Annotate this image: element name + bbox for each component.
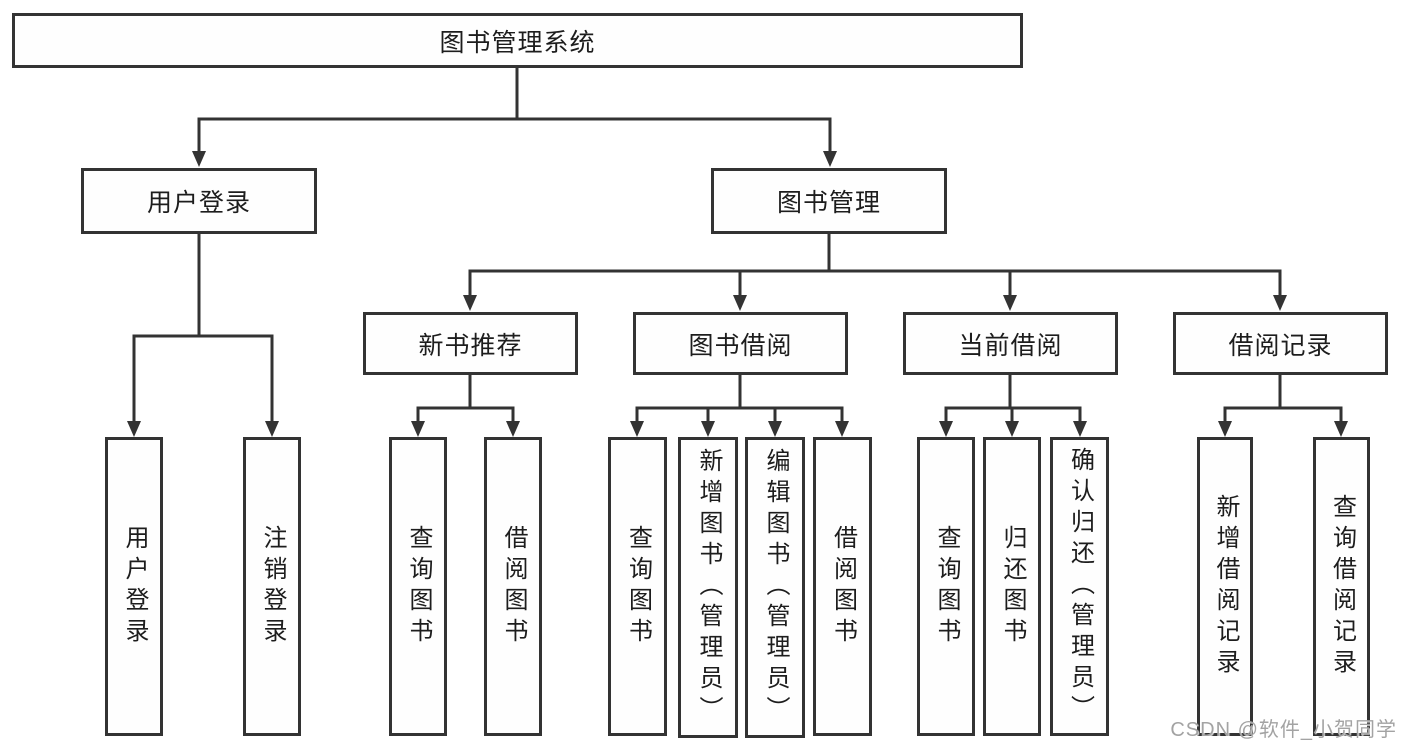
arrow-down-icon [768,421,782,437]
node-borrowing-query-book: 查询图书 [608,437,667,736]
node-system-root-label: 图书管理系统 [439,28,596,57]
arrow-down-icon [411,421,425,437]
node-system-root: 图书管理系统 [12,13,1023,68]
connectors-new-book-recommendation [411,374,520,437]
arrow-down-icon [701,421,715,437]
arrow-down-icon [1218,421,1232,437]
node-records-add-record-label: 新增借阅记录 [1212,493,1239,680]
node-current-borrowing: 当前借阅 [903,312,1118,375]
node-records-query-record: 查询借阅记录 [1313,437,1370,736]
node-borrowing-query-book-label: 查询图书 [624,524,652,649]
node-logout: 注销登录 [243,437,301,736]
node-recommend-query-book: 查询图书 [389,437,447,736]
arrow-down-icon [506,421,520,437]
arrow-down-icon [823,151,837,167]
arrow-down-icon [1005,421,1019,437]
arrow-down-icon [835,421,849,437]
node-book-borrowing: 图书借阅 [633,312,848,375]
node-records-query-record-label: 查询借阅记录 [1328,493,1356,680]
node-borrowing-records: 借阅记录 [1173,312,1388,375]
arrow-down-icon [265,421,279,437]
node-current-confirm-return-label: 确认归还（管理员） [1066,447,1094,726]
node-borrowing-edit-book: 编辑图书（管理员） [745,437,805,738]
node-current-query-book-label: 查询图书 [933,524,960,649]
node-login-label: 用户登录 [121,524,148,649]
node-recommend-borrow-book: 借阅图书 [484,437,542,736]
arrow-down-icon [463,295,477,311]
node-current-confirm-return: 确认归还（管理员） [1050,437,1109,736]
node-book-management-label: 图书管理 [776,189,881,217]
connectors-root [192,66,837,167]
node-user-login: 用户登录 [81,168,317,234]
arrow-down-icon [192,151,206,167]
node-borrowing-borrow-book: 借阅图书 [813,437,872,736]
arrow-down-icon [630,421,644,437]
connectors-current-borrowing [939,374,1087,437]
node-new-book-recommendation-label: 新书推荐 [418,331,523,360]
node-user-login-label: 用户登录 [146,189,251,217]
csdn-watermark: CSDN @软件_小贺同学 [1170,719,1397,741]
node-current-borrowing-label: 当前借阅 [958,331,1063,360]
node-borrowing-records-label: 借阅记录 [1228,331,1333,360]
node-recommend-borrow-book-label: 借阅图书 [500,524,527,649]
node-records-add-record: 新增借阅记录 [1197,437,1253,736]
node-borrowing-add-book-label: 新增图书（管理员） [695,448,722,727]
arrow-down-icon [1273,295,1287,311]
arrow-down-icon [1334,421,1348,437]
node-login: 用户登录 [105,437,163,736]
node-borrowing-edit-book-label: 编辑图书（管理员） [762,448,789,727]
connectors-book-borrowing [630,374,849,437]
node-recommend-query-book-label: 查询图书 [405,524,432,649]
arrow-down-icon [733,295,747,311]
node-current-query-book: 查询图书 [917,437,975,736]
arrow-down-icon [1073,421,1087,437]
node-current-return-book-label: 归还图书 [999,524,1026,649]
node-new-book-recommendation: 新书推荐 [363,312,578,375]
connectors-borrowing-records [1218,374,1348,437]
node-logout-label: 注销登录 [259,524,286,649]
connectors-user-login [127,233,279,437]
connectors-book-management [463,232,1287,311]
node-borrowing-add-book: 新增图书（管理员） [678,437,738,738]
node-borrowing-borrow-book-label: 借阅图书 [829,524,857,649]
arrow-down-icon [939,421,953,437]
node-current-return-book: 归还图书 [983,437,1041,736]
node-book-management: 图书管理 [711,168,947,234]
arrow-down-icon [1003,295,1017,311]
node-book-borrowing-label: 图书借阅 [688,331,793,360]
arrow-down-icon [127,421,141,437]
